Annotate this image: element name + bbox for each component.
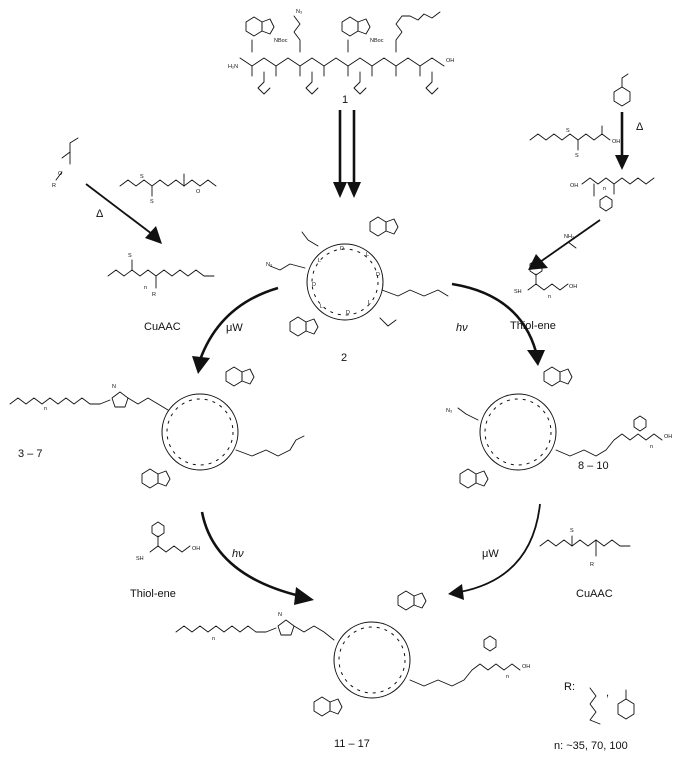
styrene-structure <box>613 73 631 107</box>
s-label-propargyl-2: S <box>150 199 154 205</box>
s-label-pa-2: S <box>570 528 574 534</box>
polystyrene-raft-structure <box>581 177 655 212</box>
condition-microwave-left: μW <box>226 322 243 334</box>
arrow-1-to-2 <box>333 110 361 198</box>
condition-cuaac-left: CuAAC <box>144 321 181 333</box>
n-subscript-final-1: n <box>212 636 215 642</box>
o-label-acrylate: O <box>58 171 63 177</box>
arrow-2-to-3-7 <box>192 286 279 374</box>
arrow-8-10-to-final <box>448 503 541 600</box>
nh2-label: NH₂ <box>564 234 574 240</box>
oh-label-8-10: OH <box>664 434 672 440</box>
azide-label-2: N₃ <box>266 262 272 268</box>
condition-thiol-ene-right: Thiol-ene <box>510 320 556 332</box>
nboc-label-1: NBoc <box>274 38 288 44</box>
n-subscript-8-10: n <box>650 444 653 450</box>
acid-terminus-label: OH <box>446 58 454 64</box>
n-subscript-ps: n <box>603 186 606 192</box>
condition-cuaac-bottom: CuAAC <box>576 588 613 600</box>
compound-label-2: 2 <box>341 352 348 364</box>
oh-label-2: OH <box>192 546 200 552</box>
compound-label-11-17: 11 – 17 <box>334 738 370 750</box>
oh-label-final: OH <box>522 664 530 670</box>
azide-label-3: N₃ <box>446 408 452 414</box>
stereo-l-1: L <box>318 258 321 264</box>
sh-label-2: SH <box>136 556 144 562</box>
nboc-label-2: NBoc <box>370 38 384 44</box>
polyacrylate-alkyne-structure <box>107 259 215 289</box>
triazole-n-label-2: N <box>278 612 282 618</box>
stereo-d-3: D <box>346 310 350 316</box>
r-label-acrylate: R <box>52 183 56 189</box>
r-group-label: R: <box>564 681 575 693</box>
s-label-raft-2: S <box>575 153 579 159</box>
polyacrylate-alkyne-reagent-2 <box>539 535 631 557</box>
arrow-3-7-to-final <box>200 511 314 605</box>
triazole-n-label-1: N <box>112 384 116 390</box>
s-label-propargyl-1: S <box>140 174 144 180</box>
propargyl-raft-structure <box>119 173 217 197</box>
sh-label-1: SH <box>514 289 522 295</box>
r-label-pa: R <box>152 292 156 298</box>
condition-light-bottom: hν <box>232 548 244 560</box>
raft-agent-acid-structure <box>529 125 611 151</box>
cyclic-peptide-2-structure <box>269 216 449 337</box>
arrow-2-to-8-10 <box>451 282 545 366</box>
compound-label-3-7: 3 – 7 <box>18 448 43 460</box>
arrow-styrene-down <box>615 112 629 170</box>
stereo-l-2: L <box>366 252 369 258</box>
n-subscript-final-2: n <box>506 674 509 680</box>
azide-label-1: N₃ <box>296 9 302 15</box>
condition-heat-right: Δ <box>636 121 644 133</box>
n-subscript-pa: n <box>144 285 147 291</box>
condition-thiol-ene-bottom: Thiol-ene <box>130 588 176 600</box>
condition-light-right: hν <box>456 322 468 334</box>
amine-terminus-label: H₂N <box>228 64 238 70</box>
conjugate-8-10-structure <box>457 366 663 489</box>
condition-heat-left: Δ <box>96 208 104 220</box>
s-label-pa-1: S <box>128 253 132 259</box>
condition-microwave-bottom: μW <box>482 548 499 560</box>
stereo-d-2: D <box>376 272 380 278</box>
compound-label-8-10: 8 – 10 <box>578 460 609 472</box>
conjugate-11-17-structure <box>175 590 521 717</box>
r-group-structures <box>589 687 635 725</box>
hooc-label-ps: OH <box>570 183 578 189</box>
peptide-1-structure <box>239 11 445 95</box>
stereo-d-1: D <box>340 246 344 252</box>
stereo-d-4: D <box>312 282 316 288</box>
compound-label-1: 1 <box>342 94 349 106</box>
acrylate-monomer-structure <box>55 137 79 181</box>
n-subscript-3-7: n <box>44 406 47 412</box>
s-label-raft-1: S <box>566 128 570 134</box>
arrow-acrylate <box>85 183 162 244</box>
oh-label-raft: OH <box>612 139 620 145</box>
o-label-propargyl: O <box>196 189 201 195</box>
stereo-l-3: L <box>368 300 371 306</box>
n-subscript-thiol: n <box>548 294 551 300</box>
arrow-aminolysis <box>528 219 601 270</box>
conjugate-3-7-structure <box>9 366 305 489</box>
r-group-separator: , <box>606 687 610 699</box>
oh-label-ps-thiol: OH <box>569 284 577 290</box>
thiol-polystyrene-reagent-2 <box>149 521 191 553</box>
stereo-l-4: L <box>320 304 323 310</box>
n-values-label: n: ~35, 70, 100 <box>554 740 628 752</box>
r-label-pa-2: R <box>590 562 594 568</box>
